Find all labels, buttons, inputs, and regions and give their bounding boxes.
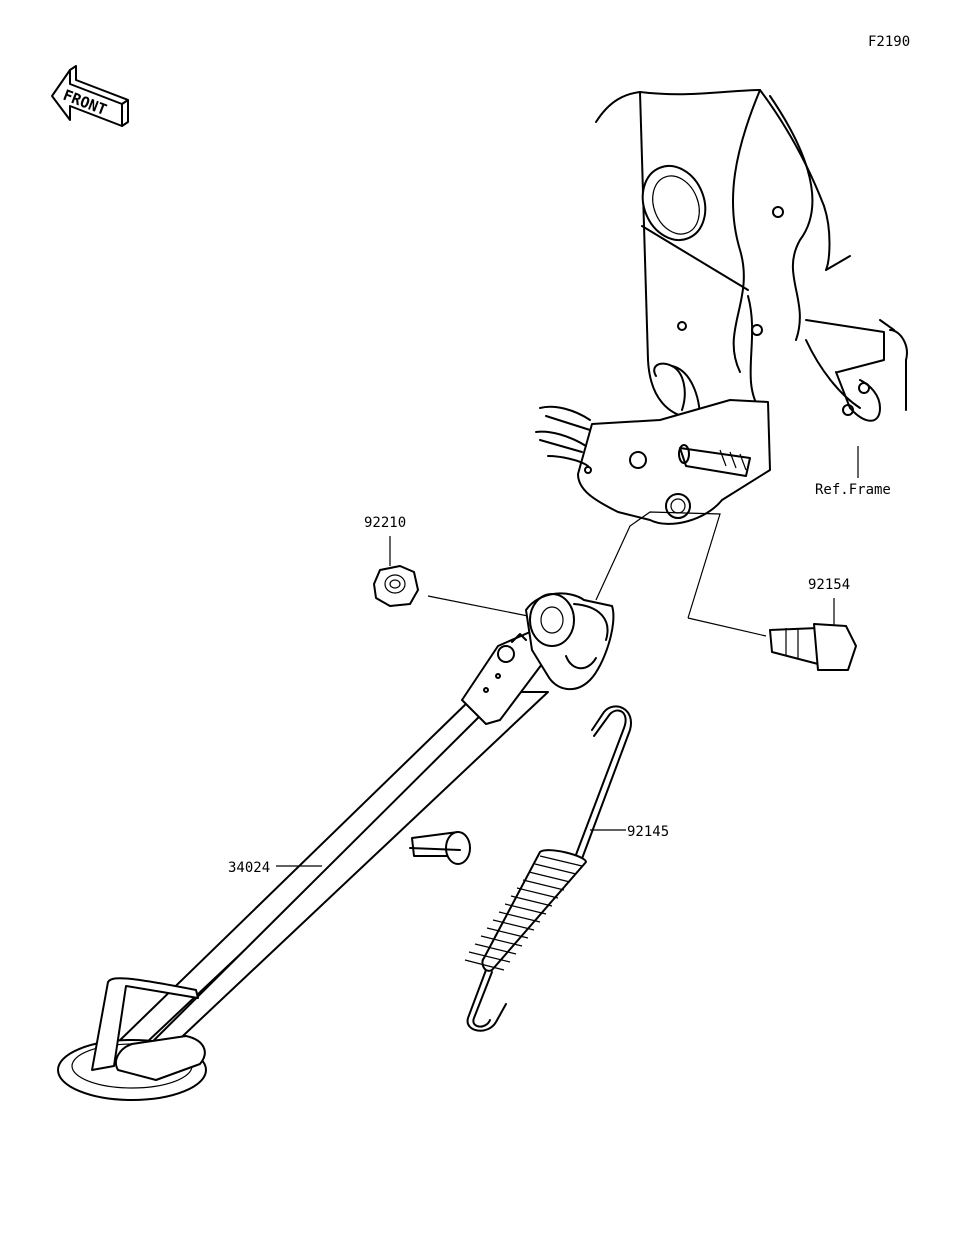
bolt-92154	[769, 623, 857, 671]
callout-92154: 92154	[808, 577, 850, 593]
callout-92210: 92210	[364, 515, 406, 531]
axis-line-bolt	[687, 617, 767, 637]
side-stand-34024	[57, 592, 615, 1101]
callout-ref-frame: Ref.Frame	[815, 482, 891, 498]
axis-line-mount	[595, 511, 721, 619]
frame-drawing	[535, 89, 908, 525]
callout-92145: 92145	[627, 824, 669, 840]
spring-92145	[464, 705, 633, 1032]
front-arrow-icon: FRONT	[51, 65, 129, 127]
diagram-id: F2190	[868, 34, 910, 50]
callout-34024: 34024	[228, 860, 270, 876]
nut-92210	[373, 565, 419, 607]
